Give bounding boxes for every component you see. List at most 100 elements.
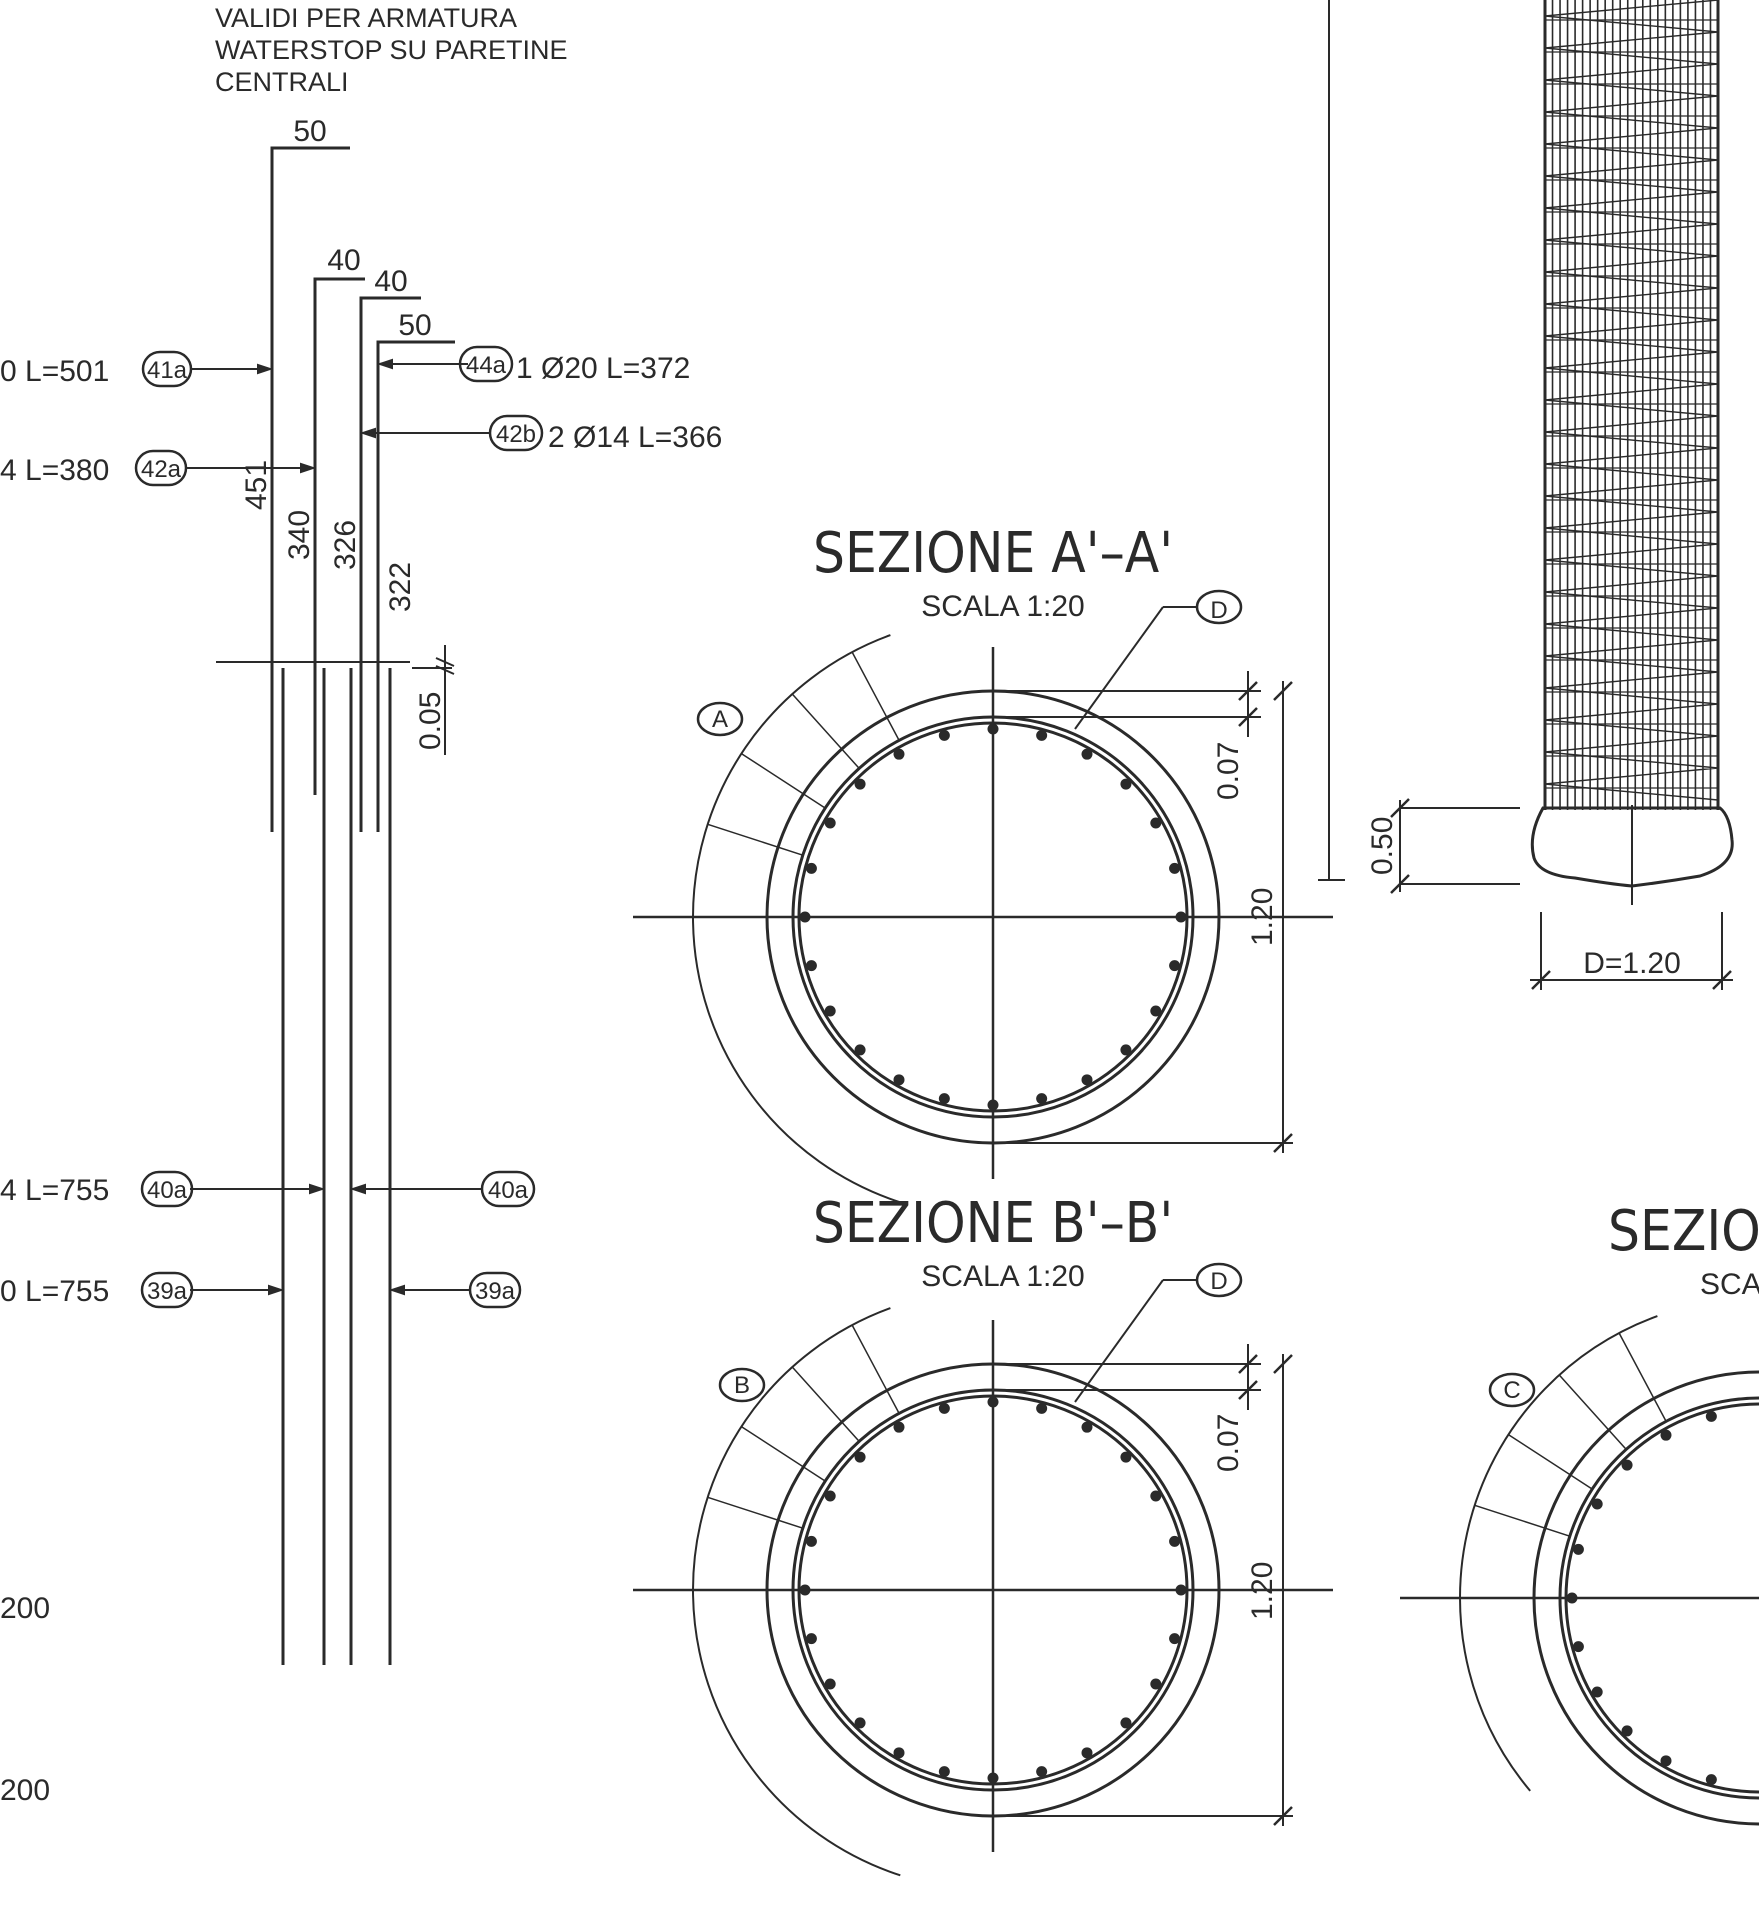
- section-b-scale: SCALA 1:20: [921, 1260, 1084, 1293]
- rebar-dot: [1081, 1421, 1093, 1433]
- detail-leader: [1074, 606, 1164, 730]
- rebar-dot: [1081, 1074, 1093, 1086]
- section-b-detail-tag: D: [1210, 1268, 1227, 1295]
- bar-44a-shape: [376, 340, 455, 832]
- hatch-tick: [740, 1425, 826, 1482]
- pile-spiral: [1544, 0, 1719, 801]
- pile-dim-tick: [1390, 874, 1410, 894]
- hatch-tick: [791, 693, 860, 769]
- rebar-dot: [805, 862, 817, 874]
- bar-mark-39a-right-bubble: [468, 1271, 522, 1309]
- bar-schedule: [216, 146, 455, 1665]
- bar-42a-shape: [313, 277, 365, 795]
- section-c-rebar-dot: [1572, 1543, 1584, 1555]
- rebar-dot: [1036, 729, 1048, 741]
- spacing-label-2: 200: [0, 1774, 50, 1807]
- bar-mark-41a: 41a: [147, 357, 188, 384]
- section-c-rebar-dot: [1591, 1686, 1603, 1698]
- section-b-title: SEZIONE B'–B': [813, 1191, 1173, 1256]
- section-c-rebar-dot: [1660, 1429, 1672, 1441]
- dim-len-42a: 340: [283, 510, 316, 560]
- hatch-tick: [740, 752, 826, 809]
- section-b-diameter-dim: 1.20: [1246, 1562, 1279, 1620]
- rebar-dot: [893, 1747, 905, 1759]
- callout-41a-text: 0 L=501: [0, 355, 109, 388]
- rebar-dot: [1150, 1678, 1162, 1690]
- section-c-rebar-dot: [1572, 1641, 1584, 1653]
- section-c-rebar-dot: [1660, 1755, 1672, 1767]
- hatch-arc: [692, 634, 901, 1204]
- section-tag-bubble: [718, 1367, 766, 1403]
- pile-end-dim: 0.50: [1366, 817, 1399, 875]
- callout-40a-text: 4 L=755: [0, 1174, 109, 1207]
- section-a-cover-dim: 0.07: [1212, 742, 1245, 800]
- note-line-3: CENTRALI: [215, 67, 349, 97]
- dim-top-41a: 50: [293, 115, 326, 148]
- section-c-scale: SCAL: [1700, 1268, 1759, 1301]
- section-c-tick: [1474, 1504, 1571, 1537]
- rebar-dot: [1169, 1535, 1181, 1547]
- pile-geometry: [1318, 0, 1734, 990]
- note-line-1: VALIDI PER ARMATURA: [215, 3, 517, 33]
- section-a-title: SEZIONE A'–A': [813, 521, 1173, 586]
- pile-dia-tick: [1712, 970, 1732, 990]
- rebar-dot: [1169, 862, 1181, 874]
- bar-mark-44a-bubble: [458, 345, 514, 383]
- rebar-dot: [854, 1044, 866, 1056]
- hatch-tick: [791, 1366, 860, 1442]
- rebar-dot: [824, 1005, 836, 1017]
- rebar-dot: [854, 778, 866, 790]
- callout-39a-text: 0 L=755: [0, 1275, 109, 1308]
- section-a: SEZIONE A'–A' SCALA 1:20 0.07 1.20 A D: [633, 521, 1333, 1204]
- section-c-tick: [1507, 1433, 1593, 1490]
- rebar-dot: [1036, 1402, 1048, 1414]
- rebar-dot: [805, 1535, 817, 1547]
- pile-elevation: 0.50 D=1.20: [1318, 0, 1734, 990]
- rebar-dot: [805, 1633, 817, 1645]
- callout-42b-text: 2 Ø14 L=366: [548, 421, 722, 454]
- rebar-dot: [1150, 817, 1162, 829]
- section-c-tag: C: [1503, 1377, 1520, 1404]
- dim-tick: [1238, 707, 1258, 727]
- section-a-tag: A: [712, 706, 728, 733]
- hatch-arc: [692, 1307, 901, 1877]
- rebar-dot: [1120, 1044, 1132, 1056]
- dim-top-42a: 40: [327, 244, 360, 277]
- rebar-dot: [824, 817, 836, 829]
- note-line-2: WATERSTOP SU PARETINE: [215, 35, 568, 65]
- callout-42a-text: 4 L=380: [0, 454, 109, 487]
- detail-leader: [1074, 1279, 1164, 1403]
- bar-mark-40a-left-bubble: [140, 1170, 194, 1208]
- rebar-dot: [938, 1766, 950, 1778]
- rebar-dot: [938, 729, 950, 741]
- rebar-dot: [1150, 1005, 1162, 1017]
- section-a-geometry: [633, 589, 1333, 1204]
- section-tag-bubble: [696, 701, 744, 737]
- callouts: 0 L=501 41a 4 L=380 42a 44a 1 Ø20 L=372 …: [0, 345, 722, 1807]
- bar-42b-shape: [359, 296, 421, 832]
- section-c-geometry: [1400, 1315, 1759, 1826]
- section-c-tick: [1558, 1374, 1627, 1450]
- bar-mark-42b: 42b: [496, 421, 536, 448]
- pile-dim-tick: [1390, 798, 1410, 818]
- bar-mark-40a-right: 40a: [488, 1177, 529, 1204]
- rebar-dot: [1081, 748, 1093, 760]
- bar-mark-40a-left: 40a: [147, 1177, 188, 1204]
- spacing-label-1: 200: [0, 1592, 50, 1625]
- dim-tick: [1273, 1133, 1293, 1153]
- bar-mark-42a: 42a: [141, 456, 182, 483]
- rebar-dot: [893, 1074, 905, 1086]
- callout-44a-text: 1 Ø20 L=372: [516, 352, 690, 385]
- dim-tick: [1273, 1354, 1293, 1374]
- rebar-dot: [938, 1093, 950, 1105]
- section-c-tag-bubble: [1488, 1372, 1536, 1408]
- dim-len-42b: 326: [329, 520, 362, 570]
- rebar-dot: [824, 1678, 836, 1690]
- dim-tick: [1238, 681, 1258, 701]
- rebar-dot: [1120, 778, 1132, 790]
- rebar-dot: [854, 1717, 866, 1729]
- hatch-tick: [707, 823, 804, 856]
- rebar-dot: [893, 748, 905, 760]
- bar-mark-42a-bubble: [134, 449, 188, 487]
